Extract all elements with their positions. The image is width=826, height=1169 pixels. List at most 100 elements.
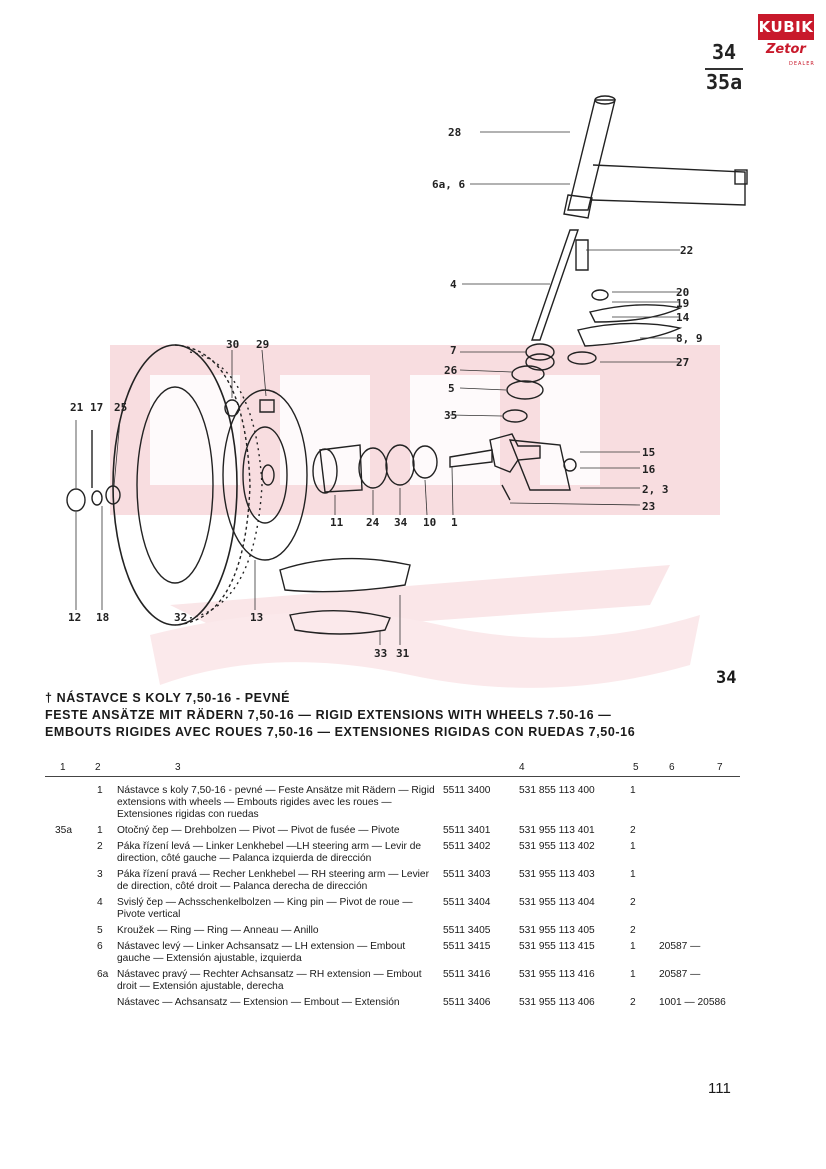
row-serial: 1001 — 20586 — [659, 997, 726, 1008]
callout-34: 34 — [394, 516, 408, 529]
row-qty: 2 — [630, 997, 636, 1008]
row-code-short: 5511 3416 — [443, 969, 491, 980]
row-code-short: 5511 3406 — [443, 997, 491, 1008]
page-ref-top: 34 — [712, 40, 737, 64]
table-row: 6a Nástavec pravý — Rechter Achsansatz —… — [45, 969, 740, 993]
table-row: 1 Nástavce s koly 7,50-16 - pevné — Fest… — [45, 785, 740, 821]
callout-33: 33 — [374, 647, 388, 660]
row-qty: 1 — [630, 941, 636, 952]
header-col-6: 6 — [669, 762, 675, 773]
callout-2-3: 2, 3 — [642, 483, 669, 496]
extension-beam — [591, 164, 746, 206]
row-qty: 1 — [630, 969, 636, 980]
row-code-short: 5511 3400 — [443, 785, 491, 796]
callout-20: 20 — [676, 286, 690, 299]
row-pos: 2 — [97, 841, 103, 852]
exploded-parts-diagram — [66, 95, 748, 645]
callout-11: 11 — [330, 516, 344, 529]
callout-21: 21 — [70, 401, 84, 414]
row-pos: 4 — [97, 897, 103, 908]
row-ref: 35a — [55, 825, 72, 836]
table-row: 5 Kroužek — Ring — Ring — Anneau — Anill… — [45, 925, 740, 937]
row-qty: 1 — [630, 841, 636, 852]
callout-27: 27 — [676, 356, 690, 369]
row-code-short: 5511 3405 — [443, 925, 491, 936]
row-code-long: 531 955 113 401 — [519, 825, 595, 836]
wheel-rim — [222, 389, 308, 561]
callout-18: 18 — [96, 611, 110, 624]
title-line-fr-es: EMBOUTS RIGIDES AVEC ROUES 7,50-16 — EXT… — [45, 725, 636, 739]
row-qty: 2 — [630, 925, 636, 936]
row-description: Nástavec levý — Linker Achsansatz — LH e… — [117, 941, 406, 964]
callout-31: 31 — [396, 647, 410, 660]
section-number: 34 — [716, 668, 737, 688]
logo-kubik-text: KUBIK — [758, 14, 814, 40]
row-pos: 6a — [97, 969, 109, 980]
row-description: Kroužek — Ring — Ring — Anneau — Anillo — [117, 925, 319, 936]
callout-1: 1 — [451, 516, 458, 529]
king-pin — [531, 229, 579, 341]
bracket — [508, 439, 571, 491]
pivot-stub — [489, 433, 541, 473]
callout-14: 14 — [676, 311, 690, 324]
header-col-3: 3 — [175, 762, 181, 773]
title-line-cz: † NÁSTAVCE S KOLY 7,50-16 - PEVNÉ — [45, 691, 291, 705]
row-description: Páka řízení levá — Linker Lenkhebel —LH … — [117, 841, 422, 864]
row-description: Nástavec — Achsansatz — Extension — Embo… — [117, 997, 400, 1008]
row-code-long: 531 855 113 400 — [519, 785, 595, 796]
table-row: 3 Páka řízení pravá — Recher Lenkhebel —… — [45, 869, 740, 893]
table-row: Nástavec — Achsansatz — Extension — Embo… — [45, 997, 740, 1009]
row-description: Nástavce s koly 7,50-16 - pevné — Feste … — [117, 785, 435, 820]
callout-13: 13 — [250, 611, 264, 624]
parts-table: 1 2 3 4 5 6 7 1 Nástavce s koly 7,50-16 … — [45, 762, 740, 1009]
callout-16: 16 — [642, 463, 656, 476]
callout-19: 19 — [676, 297, 690, 310]
row-code-long: 531 955 113 403 — [519, 869, 595, 880]
row-code-long: 531 955 113 404 — [519, 897, 595, 908]
tube-flap — [289, 609, 391, 635]
table-row: 35a 1 Otočný čep — Drehbolzen — Pivot — … — [45, 825, 740, 837]
callout-8-9: 8, 9 — [676, 332, 703, 345]
callout-4: 4 — [450, 278, 457, 291]
header-col-5: 5 — [633, 762, 639, 773]
header-col-4: 4 — [519, 762, 525, 773]
steering-arm — [588, 304, 683, 323]
callout-32: 32 — [174, 611, 188, 624]
section-title: † NÁSTAVCE S KOLY 7,50-16 - PEVNÉ FESTE … — [45, 690, 765, 741]
callout-5: 5 — [448, 382, 455, 395]
kubik-watermark — [110, 345, 720, 688]
row-code-long: 531 955 113 402 — [519, 841, 595, 852]
row-code-long: 531 955 113 416 — [519, 969, 595, 980]
row-code-short: 5511 3402 — [443, 841, 491, 852]
header-col-2: 2 — [95, 762, 101, 773]
callout-23: 23 — [642, 500, 656, 513]
row-code-short: 5511 3403 — [443, 869, 491, 880]
row-pos: 3 — [97, 869, 103, 880]
title-line-de-en: FESTE ANSÄTZE MIT RÄDERN 7,50-16 — RIGID… — [45, 708, 612, 722]
callout-30: 30 — [226, 338, 240, 351]
table-row: 2 Páka řízení levá — Linker Lenkhebel —L… — [45, 841, 740, 865]
page-ref-divider — [705, 68, 743, 70]
row-pos: 6 — [97, 941, 103, 952]
callout-15: 15 — [642, 446, 656, 459]
callout-24: 24 — [366, 516, 380, 529]
logo-dealer-text: DEALER — [789, 61, 815, 67]
logo-zetor-text: Zetor — [766, 42, 806, 57]
row-pos: 1 — [97, 825, 103, 836]
callout-35: 35 — [444, 409, 458, 422]
kubik-zetor-logo: KUBIK Zetor DEALER — [758, 14, 814, 67]
header-col-1: 1 — [60, 762, 66, 773]
callout-26: 26 — [444, 364, 458, 377]
row-qty: 2 — [630, 825, 636, 836]
callout-10: 10 — [423, 516, 437, 529]
row-description: Páka řízení pravá — Recher Lenkhebel — R… — [117, 869, 429, 892]
row-code-long: 531 955 113 415 — [519, 941, 595, 952]
callout-29: 29 — [256, 338, 270, 351]
callout-17: 17 — [90, 401, 104, 414]
header-col-7: 7 — [717, 762, 723, 773]
table-row: 6 Nástavec levý — Linker Achsansatz — LH… — [45, 941, 740, 965]
callout-6a-6: 6a, 6 — [432, 178, 466, 191]
row-code-long: 531 955 113 406 — [519, 997, 595, 1008]
row-description: Svislý čep — Achsschenkelbolzen — King p… — [117, 897, 413, 920]
table-row: 4 Svislý čep — Achsschenkelbolzen — King… — [45, 897, 740, 921]
